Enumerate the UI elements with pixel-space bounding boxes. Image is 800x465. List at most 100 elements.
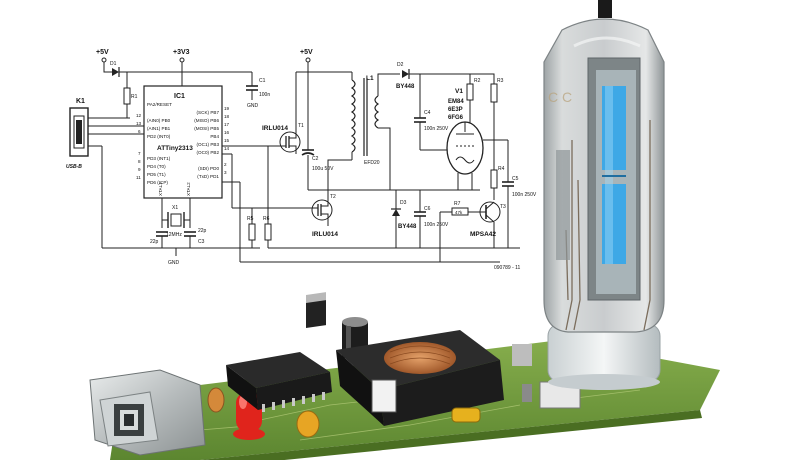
c7-value: C3 bbox=[198, 239, 205, 245]
k1-name: USB-B bbox=[66, 164, 82, 170]
t1-ref: T1 bbox=[298, 123, 304, 129]
x1-freq: 12MHz bbox=[166, 232, 182, 238]
gnd-label: GND bbox=[247, 103, 259, 109]
r4-ref: R4 bbox=[498, 166, 505, 172]
pin-number: 16 bbox=[224, 130, 230, 135]
pin-number: 15 bbox=[224, 138, 230, 143]
t1-part: IRLU014 bbox=[262, 125, 288, 132]
tube-base bbox=[547, 323, 661, 390]
pin-number: 18 bbox=[224, 114, 230, 119]
r6-ref: R6 bbox=[263, 216, 270, 222]
v1-type-3: 6FG6 bbox=[448, 115, 464, 121]
ic1-part: ATTiny2313 bbox=[157, 145, 193, 152]
ic1-ref: IC1 bbox=[174, 93, 185, 100]
ic1-pin-label: PD5 (T1) bbox=[147, 172, 166, 177]
c2-ref: C2 bbox=[312, 156, 319, 162]
ic1-pin-label: (AIN1) PB1 bbox=[147, 126, 171, 131]
ic1-pin-label: (MISO) PB6 bbox=[194, 118, 219, 123]
rail-3v3-label: +3V3 bbox=[173, 49, 190, 56]
v1-ref: V1 bbox=[455, 88, 463, 95]
d3-part: BY448 bbox=[398, 224, 417, 230]
c7-ref: 22p bbox=[198, 228, 207, 234]
ic1-pin-label: PD4 (T0) bbox=[147, 164, 166, 169]
ic1-reset-pin: PA2/RESET bbox=[147, 102, 172, 107]
t2-ref: T2 bbox=[330, 194, 336, 200]
pin-number: 19 bbox=[224, 106, 230, 111]
d2-part: BY448 bbox=[396, 84, 415, 90]
pin-number: 6 bbox=[138, 129, 141, 134]
ic1-symbol bbox=[143, 85, 223, 199]
pin-number: 11 bbox=[136, 175, 141, 180]
ic1-pin-label: (SDI) PD0 bbox=[198, 166, 219, 171]
pin-number: 13 bbox=[136, 121, 142, 126]
t3-part: MPSA42 bbox=[470, 231, 496, 238]
ic1-xtal1: XTAL1 bbox=[158, 182, 163, 196]
ic1-pin-label: PD6 (ICP) bbox=[147, 180, 168, 185]
ic1-left-pins: (AIN0) PB0 (AIN1) PB1 PD2 (INT0) PD3 (IN… bbox=[147, 118, 171, 185]
glow-segment-lower bbox=[602, 184, 626, 264]
ic1-pin-numbers: 12 13 6 7 8 9 11 19 18 17 16 15 14 2 3 bbox=[136, 106, 230, 180]
r1-ref: R1 bbox=[131, 94, 138, 100]
c1-value: 100n bbox=[259, 92, 270, 98]
t3-ref: T3 bbox=[500, 204, 506, 210]
film-capacitor bbox=[451, 407, 481, 423]
figure-id: 090789 - 11 bbox=[494, 265, 521, 271]
c2-value: 100u 50V bbox=[312, 166, 334, 172]
v1-type-1: EM84 bbox=[448, 99, 464, 105]
ic1-right-pins: (SCK) PB7 (MISO) PB6 (MOSI) PB5 PB4 (OC1… bbox=[194, 110, 219, 179]
k1-ref: K1 bbox=[76, 98, 85, 105]
pin-number: 3 bbox=[224, 170, 227, 175]
usb-socket bbox=[89, 369, 206, 456]
rail-5v-label: +5V bbox=[96, 49, 109, 56]
pin-number: 17 bbox=[224, 122, 230, 127]
ceramic-capacitor bbox=[207, 387, 225, 413]
c3-value: 22p bbox=[150, 239, 159, 245]
pin-number: 9 bbox=[138, 167, 141, 172]
transformer bbox=[336, 330, 504, 426]
ic1-pin-label: (OC1) PB3 bbox=[197, 142, 220, 147]
l1-ref: L1 bbox=[366, 75, 374, 82]
c1-ref: C1 bbox=[259, 78, 266, 84]
tube-marking-icon: C C bbox=[548, 89, 572, 105]
c4-value: 100n 250V bbox=[424, 126, 449, 132]
ic1-pin-label: (AIN0) PB0 bbox=[147, 118, 171, 123]
pcb-photo bbox=[89, 292, 720, 465]
v1-type-2: 6E3P bbox=[448, 107, 463, 113]
magic-eye-tube: C C bbox=[543, 0, 665, 333]
d1-ref: D1 bbox=[110, 61, 117, 67]
x1-ref: X1 bbox=[172, 205, 178, 211]
r3-ref: R3 bbox=[497, 78, 504, 84]
pin-number: 2 bbox=[224, 162, 227, 167]
ic1-pin-label: (MOSI) PB5 bbox=[194, 126, 219, 131]
gnd-label-2: GND bbox=[168, 260, 180, 266]
l1-core: EFD20 bbox=[364, 160, 380, 166]
c6-ref: C5 bbox=[512, 176, 519, 182]
c6-value: 100n 250V bbox=[512, 192, 537, 198]
ic1-pin-label: PD3 (INT1) bbox=[147, 156, 171, 161]
ic1-xtal2: XTAL2 bbox=[186, 182, 191, 196]
ic1-pin-label: (OC0) PB2 bbox=[197, 150, 220, 155]
c5-ref: C6 bbox=[424, 206, 431, 212]
dip-ic bbox=[226, 352, 332, 412]
schematic: +5V +3V3 +5V K1 USB-B D1 R1 IC1 PA2/RESE… bbox=[66, 49, 537, 271]
rail-5v-label-2: +5V bbox=[300, 49, 313, 56]
c4-ref: C4 bbox=[424, 110, 431, 116]
ceramic-capacitor bbox=[296, 410, 320, 438]
r5-ref: R5 bbox=[247, 216, 254, 222]
pin-number: 12 bbox=[136, 113, 142, 118]
d3-ref: D3 bbox=[400, 200, 407, 206]
mosfet-package bbox=[306, 292, 326, 328]
r7-value: 47k bbox=[455, 210, 463, 215]
pin-number: 14 bbox=[224, 146, 230, 151]
d2-ref: D2 bbox=[397, 62, 404, 68]
pin-number: 7 bbox=[138, 151, 141, 156]
c5-value: 100n 250V bbox=[424, 222, 449, 228]
pin-number: 8 bbox=[138, 159, 141, 164]
r7-ref: R7 bbox=[454, 201, 461, 207]
glow-segment-upper bbox=[602, 86, 626, 170]
t2-part: IRLU014 bbox=[312, 231, 338, 238]
ic1-pin-label: PB4 bbox=[210, 134, 219, 139]
ic1-pin-label: PD2 (INT0) bbox=[147, 134, 171, 139]
